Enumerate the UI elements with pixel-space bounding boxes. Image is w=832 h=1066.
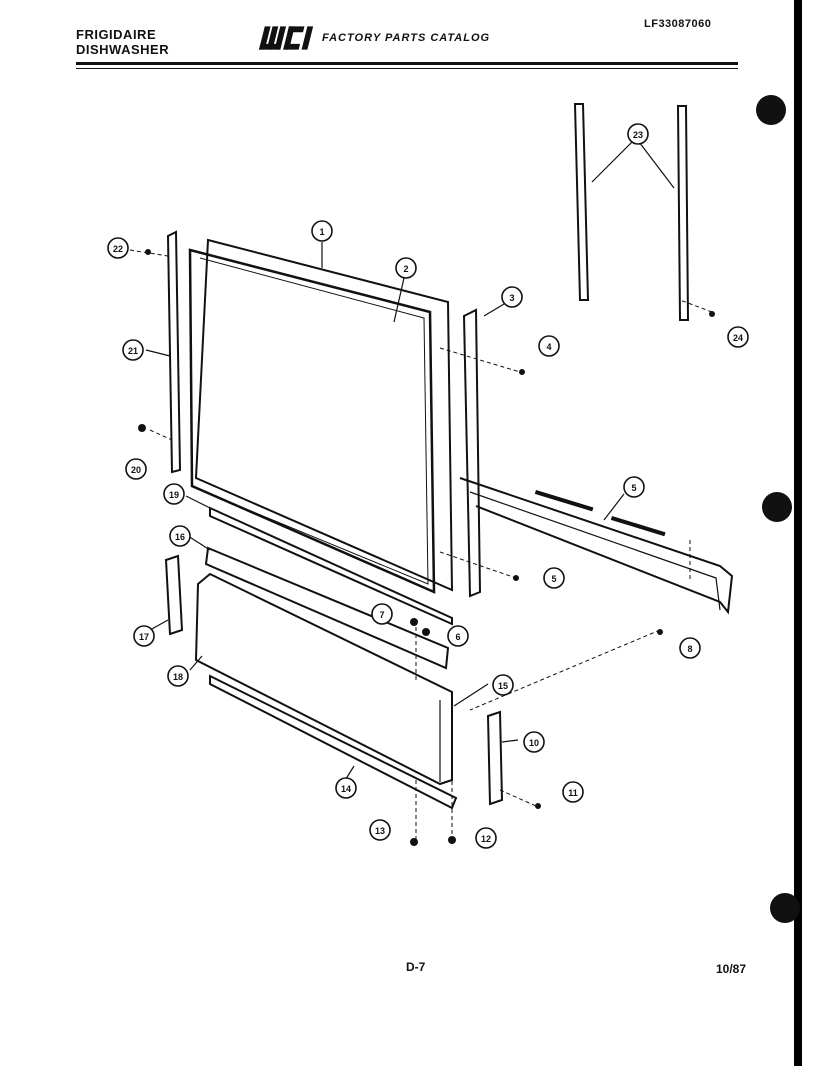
part-23-rail-left: [573, 103, 590, 301]
callout-7: [371, 603, 393, 625]
callout-label: 8: [687, 644, 692, 654]
callout-14: [335, 777, 357, 799]
callout-label: 12: [481, 834, 491, 844]
catalog-date: 10/87: [716, 962, 747, 976]
callout-label: 11: [568, 788, 578, 798]
part-16-trim: [204, 546, 450, 670]
punch-hole-icon: [770, 893, 800, 923]
part-18-kick-panel: [194, 572, 453, 786]
callout-6: [447, 625, 469, 647]
callout-label: 5: [551, 574, 556, 584]
callout-24: [727, 326, 749, 348]
callout-label: 14: [341, 784, 351, 794]
callout-label: 2: [403, 264, 408, 274]
callout-2: [395, 257, 417, 279]
callout-1: [311, 220, 333, 242]
callout-17: [133, 625, 155, 647]
callout-label: 4: [546, 342, 551, 352]
part-2-inner-panel: [188, 248, 436, 594]
header-rule: [76, 62, 738, 65]
callout-label: 24: [733, 333, 743, 343]
wci-logo-icon: [258, 26, 314, 50]
callout-18: [167, 665, 189, 687]
callout-21: [122, 339, 144, 361]
part-17-bracket: [164, 554, 184, 636]
callout-label: 22: [113, 244, 123, 254]
part-1-outer-door: [194, 238, 454, 592]
callout-4: [538, 335, 560, 357]
punch-hole-icon: [762, 492, 792, 522]
punch-hole-icon: [756, 95, 786, 125]
callout-20: [125, 458, 147, 480]
callout-label: 7: [379, 610, 384, 620]
callout-label: 23: [633, 130, 643, 140]
part-3-side-trim: [462, 308, 482, 598]
part-23-rail-right: [676, 105, 690, 321]
callout-label: 15: [498, 681, 508, 691]
callout-15: [492, 674, 514, 696]
callout-12: [475, 827, 497, 849]
callout-label: 1: [319, 227, 324, 237]
callout-5: [623, 476, 645, 498]
header-rule-thin: [76, 68, 738, 69]
callout-19: [163, 483, 185, 505]
part-21-left-trim: [166, 230, 182, 474]
callout-label: 18: [173, 672, 183, 682]
callout-10: [523, 731, 545, 753]
brand-block: FRIGIDAIRE DISHWASHER: [76, 27, 169, 57]
callout-23: [627, 123, 649, 145]
page-border: [794, 0, 802, 1066]
part-5-frame: [459, 477, 734, 615]
brand-name: FRIGIDAIRE: [76, 27, 157, 42]
product-type: DISHWASHER: [76, 42, 170, 57]
callout-8: [679, 637, 701, 659]
callout-3: [501, 286, 523, 308]
part-19-strip: [209, 506, 453, 626]
callout-11: [562, 781, 584, 803]
callout-label: 5: [631, 483, 636, 493]
callout-label: 3: [509, 293, 514, 303]
callout-13: [369, 819, 391, 841]
callout-5b: [543, 567, 565, 589]
part-14-strip: [209, 674, 458, 810]
catalog-title: FACTORY PARTS CATALOG: [322, 32, 491, 44]
callout-label: 17: [139, 632, 149, 642]
callout-label: 16: [175, 532, 185, 542]
callout-label: 19: [169, 490, 179, 500]
callout-label: 6: [455, 632, 460, 642]
callout-label: 20: [131, 465, 141, 475]
callout-label: 13: [375, 826, 385, 836]
model-number: LF33087060: [644, 18, 712, 30]
callout-label: 21: [128, 346, 138, 356]
callout-label: 10: [529, 738, 539, 748]
callout-22: [107, 237, 129, 259]
page-number: D-7: [406, 960, 426, 974]
part-10-bracket: [486, 710, 504, 806]
callout-16: [169, 525, 191, 547]
